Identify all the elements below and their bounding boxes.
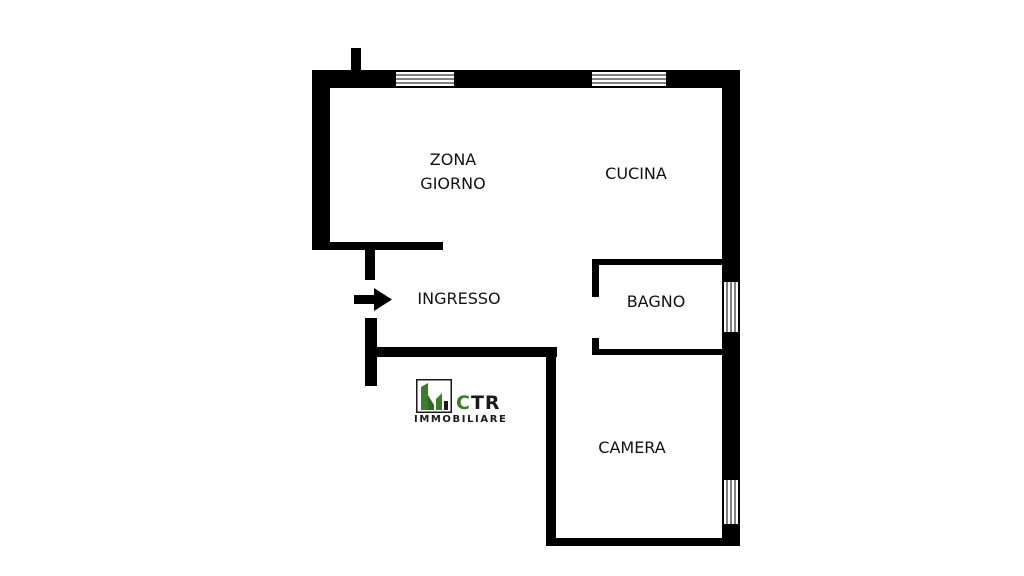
room-label-zona-giorno: ZONA GIORNO bbox=[400, 148, 506, 196]
logo-name-rest: TR bbox=[470, 392, 501, 414]
window-top-right bbox=[592, 72, 666, 86]
wall-camera-bottom bbox=[546, 538, 740, 546]
logo-name-initial: C bbox=[456, 392, 471, 414]
wall-bagno-top bbox=[592, 259, 724, 265]
wall-left bbox=[312, 70, 330, 250]
zona-giorno-line-1: ZONA bbox=[429, 150, 477, 169]
building-logo-icon bbox=[416, 379, 452, 413]
wall-bagno-left-lower bbox=[592, 338, 599, 355]
wall-entrance-upper bbox=[365, 250, 375, 280]
wall-stub-top bbox=[351, 48, 361, 72]
window-top-left bbox=[396, 72, 454, 86]
logo-name: CTR bbox=[456, 392, 501, 414]
window-camera bbox=[724, 480, 738, 524]
ctr-immobiliare-logo: CTR IMMOBILIARE bbox=[414, 377, 526, 427]
room-label-camera: CAMERA bbox=[598, 438, 666, 457]
zona-giorno-line-2: GIORNO bbox=[420, 174, 486, 193]
room-label-bagno: BAGNO bbox=[626, 292, 686, 311]
room-label-cucina: CUCINA bbox=[605, 164, 667, 183]
wall-top bbox=[312, 70, 740, 88]
wall-ingresso-bottom bbox=[365, 347, 557, 357]
wall-partition-living bbox=[312, 242, 443, 250]
room-label-ingresso: INGRESSO bbox=[417, 289, 501, 308]
logo-subtitle: IMMOBILIARE bbox=[414, 414, 508, 425]
window-bagno bbox=[724, 282, 738, 332]
wall-camera-left bbox=[546, 350, 556, 546]
entrance-arrow-icon bbox=[354, 288, 392, 311]
wall-bagno-bottom bbox=[598, 349, 724, 355]
wall-bagno-left-upper bbox=[592, 259, 599, 297]
